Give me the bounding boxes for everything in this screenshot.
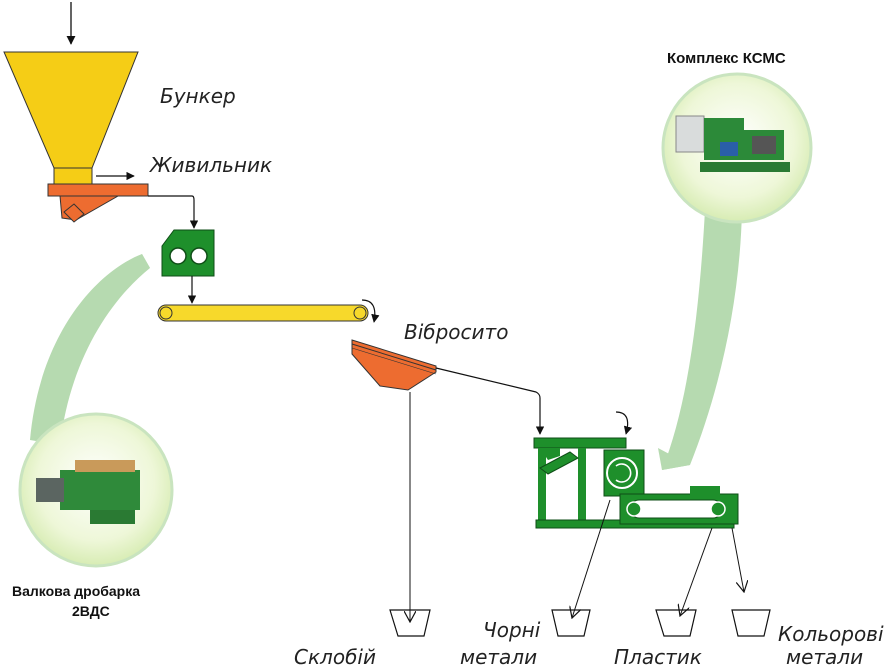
label-nonferrous-2: метали — [786, 645, 863, 669]
bin-plastic — [655, 609, 697, 637]
label-bunker: Бункер — [160, 84, 236, 108]
crusher-callout-cone — [30, 254, 150, 445]
label-glass: Склобій — [294, 645, 376, 669]
label-feeder: Живильник — [148, 153, 272, 177]
crusher-caption-1: Валкова дробарка — [12, 583, 140, 599]
belt-conveyor — [157, 304, 369, 322]
label-plastic: Пластик — [614, 645, 702, 669]
label-screen: Вібросито — [404, 320, 508, 344]
bin-ferrous — [551, 609, 591, 637]
separation-complex — [533, 437, 739, 529]
bin-nonferrous — [731, 609, 771, 637]
vibrating-screen — [351, 339, 437, 391]
label-ferrous-2: метали — [460, 645, 537, 669]
label-nonferrous-1: Кольорові — [778, 622, 884, 646]
crusher-caption-2: 2ВДС — [72, 603, 110, 619]
feeder — [47, 171, 149, 223]
complex-photo-circle — [661, 72, 813, 224]
complex-title: Комплекс КСМС — [667, 50, 786, 67]
complex-callout-cone — [662, 210, 742, 470]
roller-crusher — [161, 229, 215, 277]
crusher-photo-circle — [18, 412, 174, 568]
label-ferrous-1: Чорні — [483, 618, 541, 642]
hopper — [3, 51, 139, 185]
bin-glass — [389, 609, 431, 637]
